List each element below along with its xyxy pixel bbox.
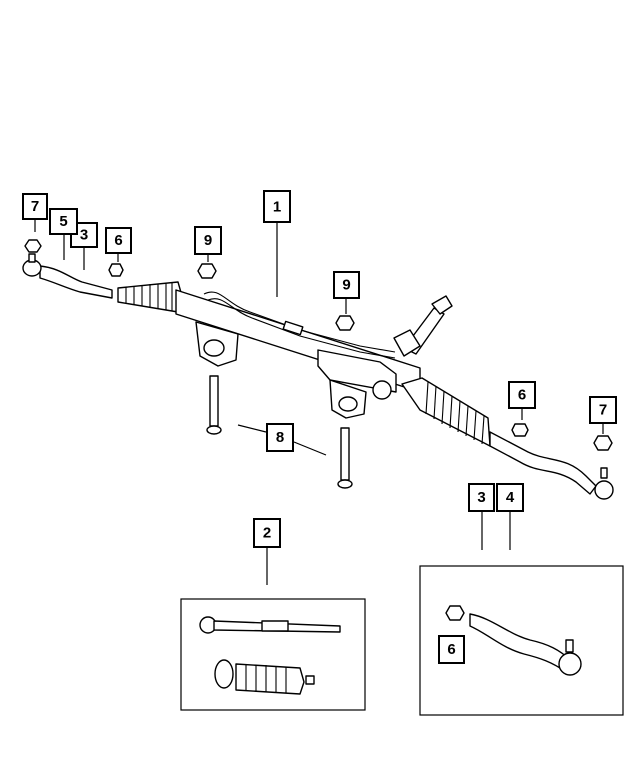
callout-7-left: 7 xyxy=(22,193,48,220)
callout-1: 1 xyxy=(263,190,291,223)
nut-9-right xyxy=(335,315,355,331)
svg-text:4: 4 xyxy=(506,489,515,506)
bolt-right xyxy=(340,427,350,481)
bolt-left xyxy=(209,375,219,427)
leader-lines xyxy=(34,219,604,585)
callout-6-right: 6 xyxy=(508,381,536,409)
outer-tie-rod-detail xyxy=(445,605,582,676)
kit-boot xyxy=(235,663,305,695)
valve-body xyxy=(317,349,397,393)
svg-text:5: 5 xyxy=(59,213,67,230)
svg-text:6: 6 xyxy=(447,641,455,658)
callout-6-upper: 6 xyxy=(105,227,132,254)
callout-6-detail: 6 xyxy=(438,635,465,664)
inner-tie-rod-kit-frame xyxy=(180,598,366,711)
callout-3-upper: 3 xyxy=(70,222,98,248)
outer-tie-rod-detail-frame xyxy=(419,565,624,716)
svg-text:3: 3 xyxy=(80,227,88,244)
right-boot xyxy=(401,377,491,447)
nut-7-left xyxy=(24,239,42,253)
svg-text:9: 9 xyxy=(204,232,212,249)
svg-text:6: 6 xyxy=(114,232,122,249)
nut-6-left xyxy=(108,263,124,277)
svg-text:6: 6 xyxy=(518,387,526,404)
hydraulic-line-lower xyxy=(207,298,396,359)
callout-4: 4 xyxy=(496,483,524,512)
callout-9-right: 9 xyxy=(333,271,360,299)
right-tie-rod xyxy=(489,431,597,495)
callout-8: 8 xyxy=(266,423,294,452)
outer-tie-rod-end xyxy=(469,613,571,673)
nut-6-right xyxy=(511,423,529,437)
nuts xyxy=(24,239,613,451)
callout-9-left: 9 xyxy=(194,226,222,255)
nut-7-right xyxy=(593,435,613,451)
inner-tie-rod-kit xyxy=(199,616,341,695)
callout-3-lower: 3 xyxy=(468,483,495,512)
right-tie-rod-end-ball xyxy=(594,480,614,500)
svg-text:2: 2 xyxy=(263,525,271,542)
svg-text:8: 8 xyxy=(276,429,284,446)
mounting-bolts xyxy=(206,375,353,489)
callout-5: 5 xyxy=(49,208,78,235)
steering-gear-assembly xyxy=(22,253,614,500)
svg-text:7: 7 xyxy=(31,198,39,215)
svg-text:1: 1 xyxy=(273,199,281,216)
left-tie-rod xyxy=(39,265,113,299)
svg-text:3: 3 xyxy=(477,489,485,506)
boot-clamp xyxy=(214,659,234,689)
nut-9-left xyxy=(197,263,217,279)
callout-2: 2 xyxy=(253,518,281,548)
svg-text:9: 9 xyxy=(342,277,350,294)
detail-nut xyxy=(445,605,465,621)
callout-7-right: 7 xyxy=(589,396,617,424)
left-stud xyxy=(28,253,36,263)
svg-text:7: 7 xyxy=(599,402,607,419)
